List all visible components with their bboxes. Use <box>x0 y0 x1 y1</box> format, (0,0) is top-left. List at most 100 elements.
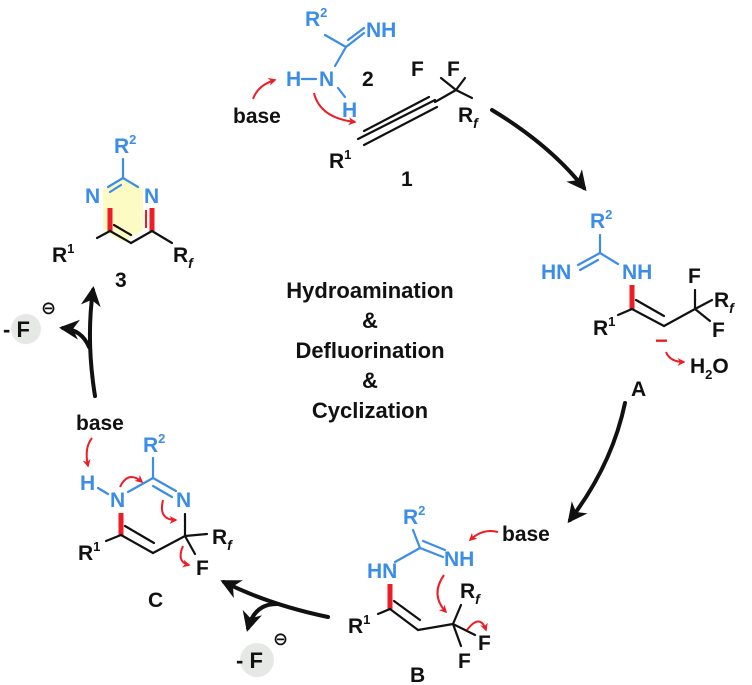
c2-bond-r2 <box>323 33 348 49</box>
fluoride-charge-2: ⊖ <box>41 298 56 318</box>
c2-h-bottom: H <box>342 99 357 122</box>
p3-bond-cn-left-2 <box>108 183 123 194</box>
caption-cyclization: Cyclization <box>312 398 428 423</box>
intermediate-b: R2 base NH HN Rf F F R1 B <box>348 503 550 685</box>
b-bond-rf <box>451 603 463 626</box>
c-n-right: N <box>176 489 191 512</box>
b-nh: NH <box>444 548 474 571</box>
fluoride-loss-2: - F ⊖ <box>3 298 56 344</box>
arrow-fluoride-loss-1 <box>242 601 280 632</box>
a-bond-cn <box>598 251 620 266</box>
c1-rf: Rf <box>458 104 479 131</box>
fluoride-loss-1: - F ⊖ <box>236 629 288 677</box>
a-double-2 <box>634 298 666 318</box>
fluoride-bubble-1 <box>240 643 274 677</box>
arrow-b-to-c <box>220 580 330 619</box>
c1-triple-1 <box>356 98 437 141</box>
p3-r1: R1 <box>52 241 74 267</box>
product-3-pyrimidine: R2 N N R1 Rf 3 <box>52 132 194 292</box>
b-bond-r1 <box>376 607 392 616</box>
center-caption: Hydroamination & Defluorination & Cycliz… <box>286 278 453 423</box>
c1-f-a: F <box>411 58 424 81</box>
p3-n-left: N <box>85 185 100 208</box>
b-r1: R1 <box>348 612 370 638</box>
a-red-arrow-water <box>665 351 686 366</box>
b-bond-imine-1 <box>418 546 445 559</box>
a-r2: R2 <box>590 207 612 233</box>
b-r2: R2 <box>403 503 425 529</box>
a-bond-imine-1 <box>576 251 602 267</box>
c1-label: 1 <box>401 168 413 191</box>
c-n-left: N <box>110 489 125 512</box>
c-red-arrow-f-leave <box>179 545 191 568</box>
b-rf: Rf <box>460 580 481 607</box>
p3-bond-cn-right <box>121 176 140 189</box>
a-bond-r1 <box>616 307 634 317</box>
c-bond-cn-right-1 <box>151 476 178 493</box>
c-red-arrow-cn <box>160 499 178 524</box>
c-double-2 <box>123 524 156 545</box>
a-f-top: F <box>688 265 701 288</box>
p3-bond-cn-left-1 <box>106 176 125 189</box>
caption-defluorination: Defluorination <box>295 338 444 363</box>
compound-1-alkyne: F F Rf R1 1 <box>329 58 479 191</box>
fluoride-bubble-2 <box>11 314 41 344</box>
c2-base: base <box>233 105 281 128</box>
b-red-arrow-base <box>468 530 499 542</box>
a-rf: Rf <box>714 289 735 316</box>
c-bond-rf <box>183 532 209 538</box>
p3-r2: R2 <box>114 132 136 158</box>
c-bond-hn <box>96 486 110 496</box>
arrow-a-to-b <box>567 401 627 524</box>
c-bond-cn-right-2 <box>151 484 174 499</box>
p3-n-right: N <box>144 185 159 208</box>
c-h: H <box>80 472 95 495</box>
c-base: base <box>76 412 124 435</box>
c-red-arrow-base <box>82 437 93 468</box>
b-double-2 <box>392 599 422 622</box>
a-f-bottom: F <box>712 319 725 342</box>
b-hn: HN <box>367 560 397 583</box>
c-bond-f <box>183 534 197 556</box>
c-label: C <box>148 589 163 612</box>
caption-hydroamination: Hydroamination <box>286 278 453 303</box>
c-red-arrow-n-lone-pair <box>119 474 144 488</box>
b-bond-cn <box>393 546 422 564</box>
caption-amp-2: & <box>362 368 378 393</box>
b-bond-cf <box>416 622 455 632</box>
a-bond-f-bottom <box>693 307 712 323</box>
p3-double-1 <box>108 229 133 245</box>
c2-n: N <box>319 68 334 91</box>
b-base: base <box>502 523 550 546</box>
a-water: H2O <box>690 355 729 382</box>
a-bond-rf <box>693 298 714 311</box>
b-bond-r2 <box>411 528 422 550</box>
c1-bond-fa <box>439 76 458 92</box>
c1-bond-fb <box>454 76 467 92</box>
b-f-bottom: F <box>458 650 471 673</box>
p3-rf: Rf <box>173 244 194 271</box>
c2-bond-imine-1 <box>344 31 366 49</box>
c2-nh-imine: NH <box>366 19 396 42</box>
fluoride-text-2: - F <box>3 317 30 342</box>
c-double-1 <box>119 533 155 555</box>
c1-triple-2 <box>362 95 431 133</box>
c-bond-cn-left <box>126 476 155 494</box>
fluoride-text-1: - F <box>236 648 263 673</box>
a-hn: HN <box>541 261 571 284</box>
caption-amp-1: & <box>362 308 378 333</box>
c1-bond-rf <box>454 88 474 100</box>
arrow-1-to-a <box>490 108 587 192</box>
intermediate-c: base R2 H N N Rf F R1 C <box>76 412 233 612</box>
p3-bond-ring <box>129 229 154 245</box>
b-bond-f-right <box>451 622 477 637</box>
c1-r1: R1 <box>329 147 351 173</box>
c2-label: 2 <box>362 68 374 91</box>
intermediate-a: R2 HN NH F Rf F R1 − H2O A <box>541 207 735 401</box>
c1-f-b: F <box>447 58 460 81</box>
a-bond-imine-2 <box>578 258 600 272</box>
c1-triple-3 <box>362 105 439 147</box>
c2-bond-imine-2 <box>346 26 366 42</box>
b-double-1 <box>388 607 420 632</box>
c2-h-left: H <box>286 68 301 91</box>
